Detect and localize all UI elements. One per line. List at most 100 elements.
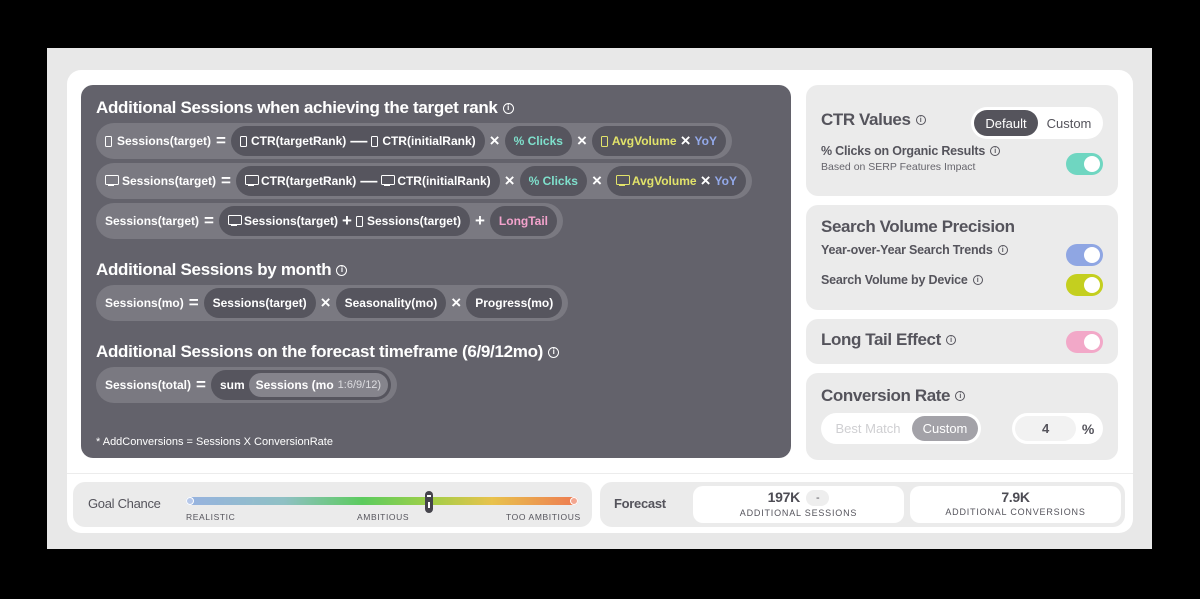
equation-lhs: Sessions(target) xyxy=(105,214,200,228)
sum-pill: sum Sessions (mo 1:6/9/12) xyxy=(210,370,392,400)
section-title-target-rank: Additional Sessions when achieving the t… xyxy=(96,97,776,119)
month-range: 1:6/9/12) xyxy=(337,379,382,391)
info-icon[interactable]: i xyxy=(548,346,560,358)
info-icon[interactable]: i xyxy=(990,146,1001,156)
info-icon[interactable]: i xyxy=(972,275,983,285)
section-title-timeframe: Additional Sessions on the forecast time… xyxy=(96,341,776,363)
sessions-delta: - xyxy=(805,490,830,507)
conversions-stat: 7.9K ADDITIONAL CONVERSIONS xyxy=(910,486,1121,523)
progress-term: Progress(mo) xyxy=(475,296,554,310)
info-icon[interactable]: i xyxy=(997,245,1008,255)
scale-realistic: REALISTIC xyxy=(186,512,236,522)
times-operator: × xyxy=(700,171,711,190)
mobile-sessions-term: Sessions(target) xyxy=(366,214,461,228)
conversion-settings: Conversion Rate i Best Match Custom 4 % xyxy=(806,373,1118,460)
mobile-icon xyxy=(600,135,608,147)
plus-operator: + xyxy=(474,211,485,230)
slider-start-dot xyxy=(186,497,194,505)
volume-settings: Search Volume Precision Year-over-Year S… xyxy=(806,205,1118,310)
section-title-by-month: Additional Sessions by month i xyxy=(96,259,776,281)
conversion-rate-input[interactable]: 4 xyxy=(1015,416,1077,441)
ctr-mode-toggle: Default Custom xyxy=(971,107,1103,139)
sessions-stat: 197K- ADDITIONAL SESSIONS xyxy=(693,486,904,523)
clicks-option-label: % Clicks on Organic Results i xyxy=(821,144,1103,158)
times-operator: × xyxy=(504,171,515,190)
goal-chance-label: Goal Chance xyxy=(88,496,161,511)
slider-handle[interactable] xyxy=(425,491,433,513)
ctr-settings: CTR Values i Default Custom % Clicks on … xyxy=(806,85,1118,196)
desktop-icon xyxy=(227,215,242,227)
clicks-subtitle: Based on SERP Features Impact xyxy=(821,161,976,173)
sessions-term: Sessions (mo xyxy=(255,378,334,392)
ctr-initial-term: CTR(initialRank) xyxy=(382,134,476,148)
equals-operator: = xyxy=(216,131,226,150)
long-tail-toggle[interactable] xyxy=(1066,331,1103,353)
equation-monthly-sessions: Sessions(mo) = Sessions(target) × Season… xyxy=(96,285,569,321)
equals-operator: = xyxy=(188,293,199,312)
clicks-term: % Clicks xyxy=(513,134,563,148)
best-match-option[interactable]: Best Match xyxy=(835,421,901,436)
forecast-bar: Forecast 197K- ADDITIONAL SESSIONS 7.9K … xyxy=(600,482,1125,527)
conversion-rate-field: 4 % xyxy=(1012,413,1103,444)
conversion-title: Conversion Rate i xyxy=(821,386,1103,406)
volume-title: Search Volume Precision xyxy=(821,217,1015,236)
ctr-delta-pill: CTR(targetRank) — CTR(initialRank) xyxy=(235,166,500,196)
sessions-term: Sessions(target) xyxy=(212,296,307,310)
device-toggle[interactable] xyxy=(1066,274,1103,296)
settings-column: CTR Values i Default Custom % Clicks on … xyxy=(806,85,1118,469)
footnote: * AddConversions = Sessions X Conversion… xyxy=(96,436,333,448)
desktop-icon xyxy=(244,175,259,187)
mobile-icon xyxy=(355,215,363,227)
long-tail-title: Long Tail Effect i xyxy=(821,330,1103,350)
device-sum-pill: Sessions(target) + Sessions(target) xyxy=(218,206,470,236)
mobile-icon xyxy=(371,135,379,147)
equation-lhs: Sessions(total) xyxy=(105,378,192,392)
times-operator: × xyxy=(591,171,602,190)
equals-operator: = xyxy=(221,171,231,190)
conversions-value: 7.9K xyxy=(1001,489,1030,505)
times-operator: × xyxy=(576,131,587,150)
formula-panel: Additional Sessions when achieving the t… xyxy=(81,85,791,458)
plus-operator: + xyxy=(342,211,352,230)
equals-operator: = xyxy=(196,375,206,394)
minus-operator: — xyxy=(360,171,378,190)
yoy-toggle[interactable] xyxy=(1066,244,1103,266)
yoy-label-text: Year-over-Year Search Trends xyxy=(821,243,993,257)
mobile-icon xyxy=(105,135,112,147)
long-tail-pill: LongTail xyxy=(489,206,558,236)
goal-chance-bar: Goal Chance REALISTIC AMBITIOUS TOO AMBI… xyxy=(73,482,592,527)
section-title-text: Additional Sessions when achieving the t… xyxy=(96,98,498,117)
page-frame: Additional Sessions when achieving the t… xyxy=(47,48,1152,549)
info-icon[interactable]: i xyxy=(915,115,926,125)
volume-pill: AvgVolume × YoY xyxy=(591,126,726,156)
info-icon[interactable]: i xyxy=(336,264,348,276)
seasonality-term: Seasonality(mo) xyxy=(344,296,438,310)
clicks-toggle[interactable] xyxy=(1066,153,1103,175)
divider xyxy=(67,473,1133,474)
section-title-text: Additional Sessions on the forecast time… xyxy=(96,342,544,361)
percent-unit: % xyxy=(1081,420,1095,437)
yoy-term: YoY xyxy=(694,134,717,148)
equals-operator: = xyxy=(204,211,214,230)
clicks-label-text: % Clicks on Organic Results xyxy=(821,144,986,158)
sessions-pill: Sessions(target) xyxy=(203,288,316,318)
volume-pill: AvgVolume × YoY xyxy=(606,166,746,196)
long-tail-settings: Long Tail Effect i xyxy=(806,319,1118,364)
ctr-delta-pill: CTR(targetRank) — CTR(initialRank) xyxy=(230,126,485,156)
info-icon[interactable]: i xyxy=(955,391,966,401)
info-icon[interactable]: i xyxy=(945,335,956,345)
info-icon[interactable]: i xyxy=(502,102,514,114)
equation-lhs: Sessions(target) xyxy=(122,174,217,188)
desktop-icon xyxy=(615,175,630,187)
ctr-default-option[interactable]: Default xyxy=(974,110,1038,136)
desktop-icon xyxy=(381,175,396,187)
conversion-custom-option[interactable]: Custom xyxy=(912,416,978,441)
sessions-value: 197K xyxy=(767,489,801,505)
ctr-title-text: CTR Values xyxy=(821,110,911,129)
ctr-target-term: CTR(targetRank) xyxy=(260,174,357,188)
clicks-pill: % Clicks xyxy=(519,166,587,196)
ctr-custom-option[interactable]: Custom xyxy=(1046,115,1092,131)
conversions-caption: ADDITIONAL CONVERSIONS xyxy=(945,507,1086,517)
mobile-icon xyxy=(239,135,247,147)
goal-chance-slider[interactable] xyxy=(186,491,578,513)
